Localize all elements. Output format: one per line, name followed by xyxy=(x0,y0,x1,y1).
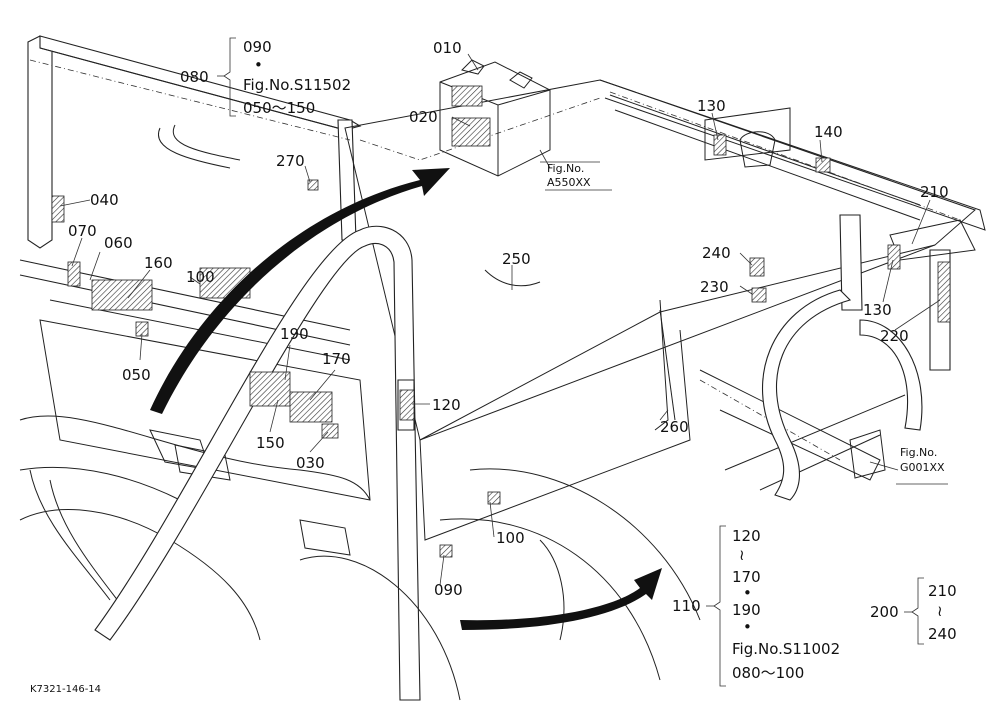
figref-g001-line1: Fig.No. xyxy=(900,446,937,459)
group-110-line1: 120 xyxy=(732,527,761,545)
group-110-label: 110 xyxy=(672,597,701,615)
leader-lines xyxy=(59,53,948,586)
group-110-line2: 170 xyxy=(732,568,761,586)
label-270 xyxy=(307,179,319,191)
group-110-tilde: ≀ xyxy=(739,546,745,564)
group-110-line5: 080～100 xyxy=(732,664,804,682)
group-200-line1: 210 xyxy=(928,582,957,600)
figure-code: K7321-146-14 xyxy=(30,684,101,695)
callout-120: 120 xyxy=(432,396,461,414)
label-050 xyxy=(135,321,149,337)
label-130b xyxy=(887,244,901,270)
label-120 xyxy=(399,389,415,421)
label-230 xyxy=(751,287,767,303)
callout-030: 030 xyxy=(296,454,325,472)
label-040 xyxy=(51,195,65,223)
callout-230: 230 xyxy=(700,278,729,296)
label-170 xyxy=(289,391,333,423)
callout-270: 270 xyxy=(276,152,305,170)
callout-010: 010 xyxy=(433,39,462,57)
group-110-line4: Fig.No.S11002 xyxy=(732,640,840,658)
group-110: 110 120 ≀ 170 • 190 • Fig.No.S11002 080～… xyxy=(672,525,840,687)
group-200: 200 210 ≀ 240 xyxy=(870,577,957,645)
battery xyxy=(439,59,551,177)
label-090 xyxy=(439,544,453,558)
callout-070: 070 xyxy=(68,222,97,240)
label-130a xyxy=(713,134,727,156)
label-160 xyxy=(91,279,153,311)
group-080-dot: • xyxy=(254,56,263,74)
callout-260: 260 xyxy=(660,418,689,436)
figref-battery-line2: A550XX xyxy=(547,176,591,189)
figref-battery: Fig.No. A550XX xyxy=(545,162,612,191)
group-080-line3: 050～150 xyxy=(243,99,315,117)
callout-130b: 130 xyxy=(863,301,892,319)
callout-250: 250 xyxy=(502,250,531,268)
group-200-tilde: ≀ xyxy=(937,602,943,620)
label-100b xyxy=(487,491,501,505)
group-080-line1: 090 xyxy=(243,38,272,56)
group-080: 080 090 • Fig.No.S11502 050～150 xyxy=(180,37,351,117)
figref-battery-line1: Fig.No. xyxy=(547,162,584,175)
callout-060: 060 xyxy=(104,234,133,252)
group-080-label: 080 xyxy=(180,68,209,86)
group-110-dot2: • xyxy=(743,618,752,636)
callout-190: 190 xyxy=(280,325,309,343)
label-070 xyxy=(67,261,81,287)
callout-170: 170 xyxy=(322,350,351,368)
callout-labels: 010 020 270 040 070 060 160 100 050 190 … xyxy=(68,39,949,599)
callout-040: 040 xyxy=(90,191,119,209)
wheel-fender xyxy=(299,468,701,701)
label-140 xyxy=(815,157,831,173)
section-arrows xyxy=(150,168,662,630)
figref-g001-line2: G001XX xyxy=(900,461,945,474)
group-200-label: 200 xyxy=(870,603,899,621)
group-080-line2: Fig.No.S11502 xyxy=(243,76,351,94)
callout-140: 140 xyxy=(814,123,843,141)
callout-160: 160 xyxy=(144,254,173,272)
label-220 xyxy=(937,261,951,323)
callout-100a: 100 xyxy=(186,268,215,286)
group-200-line2: 240 xyxy=(928,625,957,643)
callout-240: 240 xyxy=(702,244,731,262)
callout-020: 020 xyxy=(409,108,438,126)
callout-150: 150 xyxy=(256,434,285,452)
callout-130a: 130 xyxy=(697,97,726,115)
figref-g001: Fig.No. G001XX xyxy=(900,446,945,474)
callout-210: 210 xyxy=(920,183,949,201)
label-190 xyxy=(249,371,291,407)
group-110-line3: 190 xyxy=(732,601,761,619)
callout-100b: 100 xyxy=(496,529,525,547)
callout-090: 090 xyxy=(434,581,463,599)
callout-050: 050 xyxy=(122,366,151,384)
label-240 xyxy=(749,257,765,277)
group-110-dot1: • xyxy=(743,584,752,602)
callout-220: 220 xyxy=(880,327,909,345)
